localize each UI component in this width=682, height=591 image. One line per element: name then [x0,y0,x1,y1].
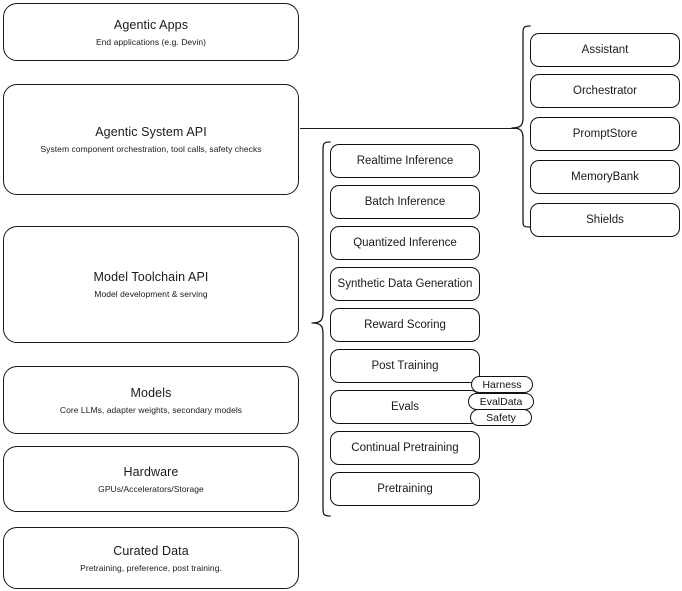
layer-title: Agentic Apps [113,17,189,32]
eval-tag-safety[interactable]: Safety [470,409,532,426]
layer-box-curated-data[interactable]: Curated Data Pretraining, preference, po… [3,527,299,589]
layer-title: Agentic System API [95,125,207,139]
component-box-memorybank[interactable]: MemoryBank [530,160,680,194]
layer-subtitle: Model development & serving [94,289,208,299]
layer-subtitle: Pretraining, preference, post training. [80,562,222,573]
layer-box-models[interactable]: Models Core LLMs, adapter weights, secon… [3,366,299,434]
capability-box-synthetic-data-generation[interactable]: Synthetic Data Generation [330,267,480,301]
layer-subtitle: System component orchestration, tool cal… [40,144,262,154]
component-box-assistant[interactable]: Assistant [530,33,680,67]
capability-box-batch-inference[interactable]: Batch Inference [330,185,480,219]
layer-title: Curated Data [113,543,189,558]
layer-box-model-toolchain-api[interactable]: Model Toolchain API Model development & … [3,226,299,343]
capability-box-reward-scoring[interactable]: Reward Scoring [330,308,480,342]
layer-title: Models [130,385,172,400]
connector-agentic-system-to-components [300,128,519,130]
layer-subtitle: End applications (e.g. Devin) [95,36,207,47]
capability-box-pretraining[interactable]: Pretraining [330,472,480,506]
layer-box-agentic-apps[interactable]: Agentic Apps End applications (e.g. Devi… [3,3,299,61]
layer-subtitle: Core LLMs, adapter weights, secondary mo… [59,404,243,415]
capability-box-evals[interactable]: Evals [330,390,480,424]
layer-title: Model Toolchain API [93,270,209,284]
component-box-promptstore[interactable]: PromptStore [530,117,680,151]
brace-toolchain-capabilities [311,141,331,517]
component-box-orchestrator[interactable]: Orchestrator [530,74,680,108]
capability-box-realtime-inference[interactable]: Realtime Inference [330,144,480,178]
component-box-shields[interactable]: Shields [530,203,680,237]
eval-tag-evaldata[interactable]: EvalData [468,393,534,410]
layer-box-hardware[interactable]: Hardware GPUs/Accelerators/Storage [3,446,299,512]
eval-tag-harness[interactable]: Harness [471,376,533,393]
brace-system-components [511,25,531,228]
layer-subtitle: GPUs/Accelerators/Storage [98,483,204,494]
layer-box-agentic-system-api[interactable]: Agentic System API System component orch… [3,84,299,195]
capability-box-post-training[interactable]: Post Training [330,349,480,383]
capability-box-continual-pretraining[interactable]: Continual Pretraining [330,431,480,465]
layer-title: Hardware [123,464,179,479]
capability-box-quantized-inference[interactable]: Quantized Inference [330,226,480,260]
